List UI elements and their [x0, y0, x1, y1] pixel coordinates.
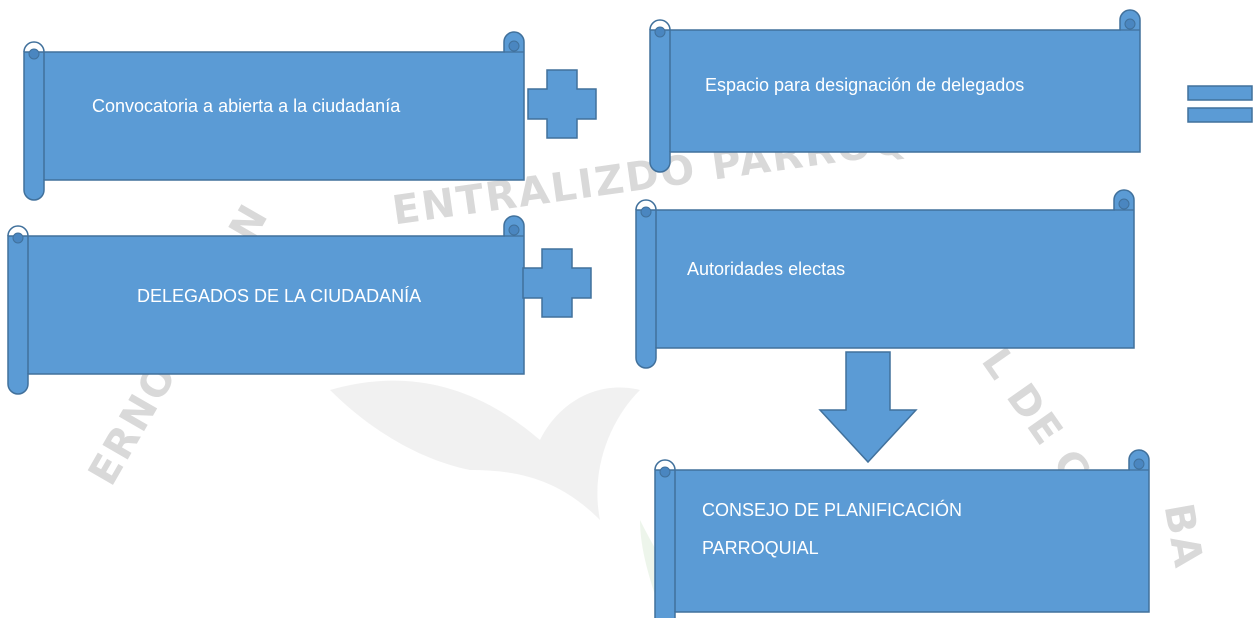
plus-sign-top: [527, 69, 597, 139]
plus-sign-bottom: [522, 248, 592, 318]
box-autoridades-label: Autoridades electas: [687, 259, 846, 279]
equals-sign: [1187, 85, 1253, 123]
box-espacio: [649, 9, 1141, 173]
box-autoridades: [635, 189, 1135, 369]
box-delegados: [7, 215, 525, 395]
box-consejo-label-line1: CONSEJO DE PLANIFICACIÓN: [702, 500, 963, 520]
box-delegados-label: DELEGADOS DE LA CIUDADANÍA: [137, 286, 422, 306]
box-convocatoria: [23, 31, 525, 201]
box-convocatoria-label: Convocatoria a abierta a la ciudadanía: [92, 96, 401, 116]
box-consejo: [654, 449, 1150, 618]
down-arrow: [818, 351, 918, 464]
box-consejo-label-line2: PARROQUIAL: [702, 538, 819, 558]
box-espacio-label: Espacio para designación de delegados: [705, 75, 1025, 95]
